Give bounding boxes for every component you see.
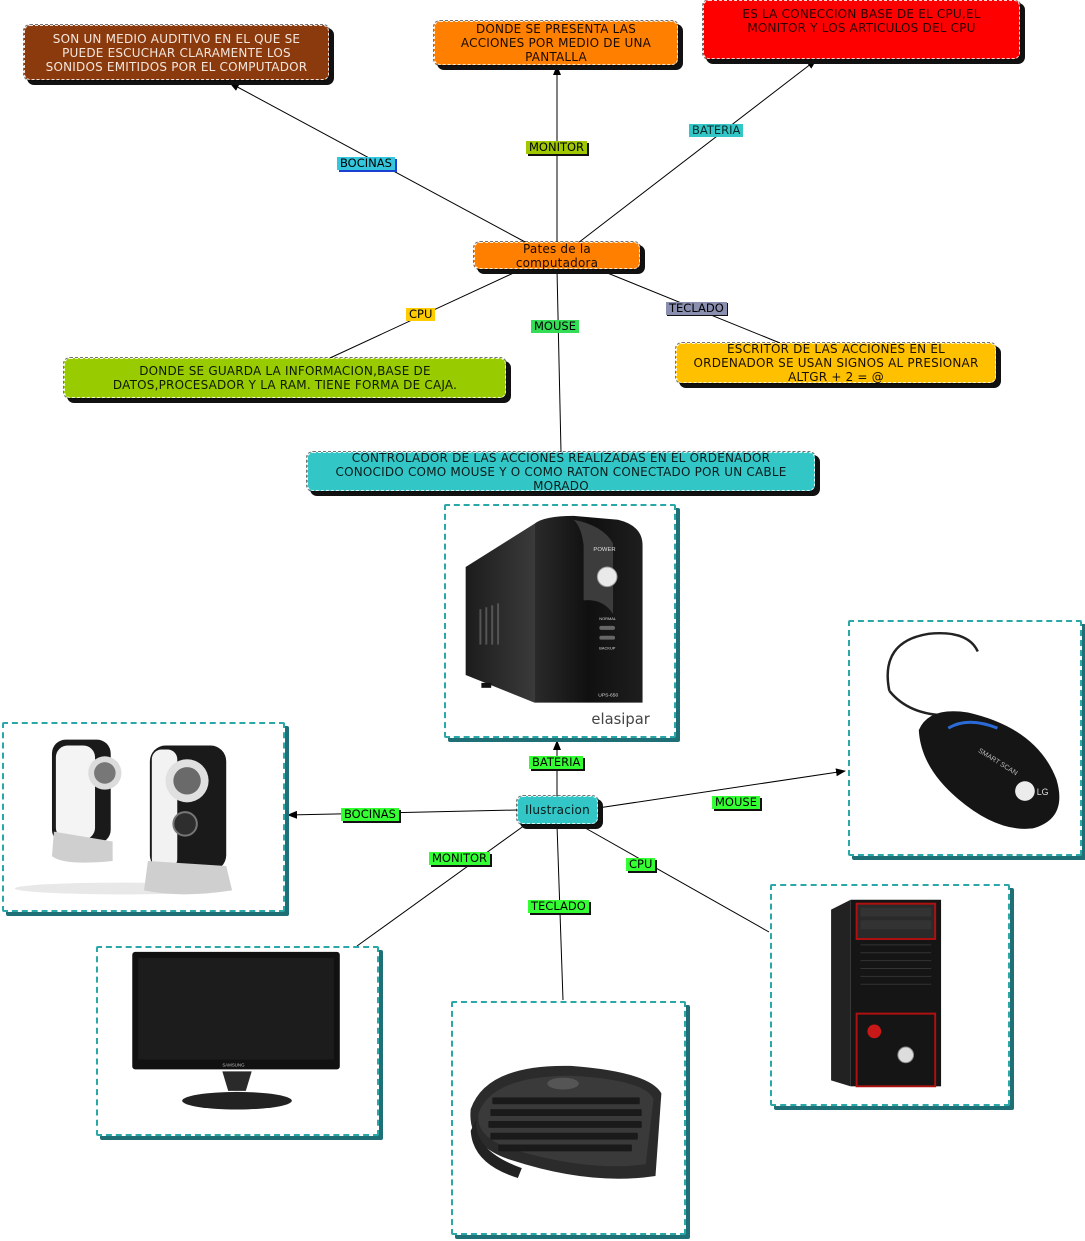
teclado-description-node: ESCRITOR DE LAS ACCIONES EN EL ORDENADOR… [675,342,997,384]
label-bateria-top: BATERIA [689,124,744,137]
cpu-description-text: DONDE SE GUARDA LA INFORMACION,BASE DE D… [112,364,458,392]
image-monitor: SAMSUNG [96,946,379,1136]
ups-watermark-text: elasipar [591,711,650,728]
ups-illustration: POWER NORMAL BACKUP UPS-650 elasipar [465,515,651,728]
image-cpu-tower [770,884,1010,1106]
ups-normal-text: NORMAL [599,616,617,621]
label-monitor-bottom: MONITOR [429,852,491,865]
label-mouse-top: MOUSE [531,320,579,333]
mouse-description-node: CONTROLADOR DE LAS ACCIONES REALIZADAS E… [306,450,816,493]
cpu-tower-illustration [831,899,942,1088]
center-node-ilustracion: Ilustracion [516,795,599,825]
center-node-pates-text: Pates de la computadora [515,241,599,270]
image-keyboard [451,1001,686,1235]
line-ilustracion-to-cpu [579,824,770,933]
line-center-to-bateria [577,59,817,244]
bateria-description-text: ES LA CONECCION BASE DE EL CPU,EL MONITO… [742,7,981,35]
label-teclado-bottom: TECLADO [528,900,589,913]
label-monitor-top: MONITOR [526,141,588,154]
monitor-brand-text: SAMSUNG [222,1062,245,1067]
label-bocinas-top: BOCINAS [337,157,395,170]
line-center-to-mouse [556,269,562,453]
bateria-description-node: ES LA CONECCION BASE DE EL CPU,EL MONITO… [702,0,1021,60]
center-node-ilustracion-text: Ilustracion [525,803,590,817]
keyboard-illustration [470,1065,662,1179]
mouse-illustration: SMART SCAN LG [886,632,1060,829]
label-cpu-bottom: CPU [626,858,656,871]
line-ilustracion-to-monitor [356,824,526,947]
ups-model-text: UPS-650 [598,693,618,699]
teclado-description-text: ESCRITOR DE LAS ACCIONES EN EL ORDENADOR… [693,342,979,384]
label-bateria-bottom: BATERIA [529,756,584,769]
monitor-illustration: SAMSUNG [132,951,340,1110]
center-node-pates: Pates de la computadora [473,241,641,270]
label-mouse-bottom: MOUSE [712,796,760,809]
image-speakers [2,722,285,912]
line-ilustracion-to-bocinas [287,809,518,819]
cpu-description-node: DONDE SE GUARDA LA INFORMACION,BASE DE D… [63,357,507,399]
label-bocinas-bottom: BOCINAS [341,808,399,821]
image-mouse: SMART SCAN LG [848,620,1082,856]
mouse-logo-text: LG [1037,787,1049,797]
monitor-description-text: DONDE SE PRESENTA LAS ACCIONES POR MEDIO… [460,22,652,64]
speakers-illustration [14,739,233,895]
monitor-description-node: DONDE SE PRESENTA LAS ACCIONES POR MEDIO… [433,20,679,66]
label-teclado-top: TECLADO [666,302,727,315]
bocinas-description-node: SON UN MEDIO AUDITIVO EN EL QUE SE PUEDE… [23,24,330,81]
label-cpu-top: CPU [406,308,436,321]
image-ups-battery: POWER NORMAL BACKUP UPS-650 elasipar [444,504,676,738]
ups-backup-text: BACKUP [599,646,616,651]
bocinas-description-text: SON UN MEDIO AUDITIVO EN EL QUE SE PUEDE… [45,31,308,74]
mouse-description-text: CONTROLADOR DE LAS ACCIONES REALIZADAS E… [335,450,787,493]
ups-power-text: POWER [593,547,615,553]
line-ilustracion-to-mouse [597,768,846,809]
